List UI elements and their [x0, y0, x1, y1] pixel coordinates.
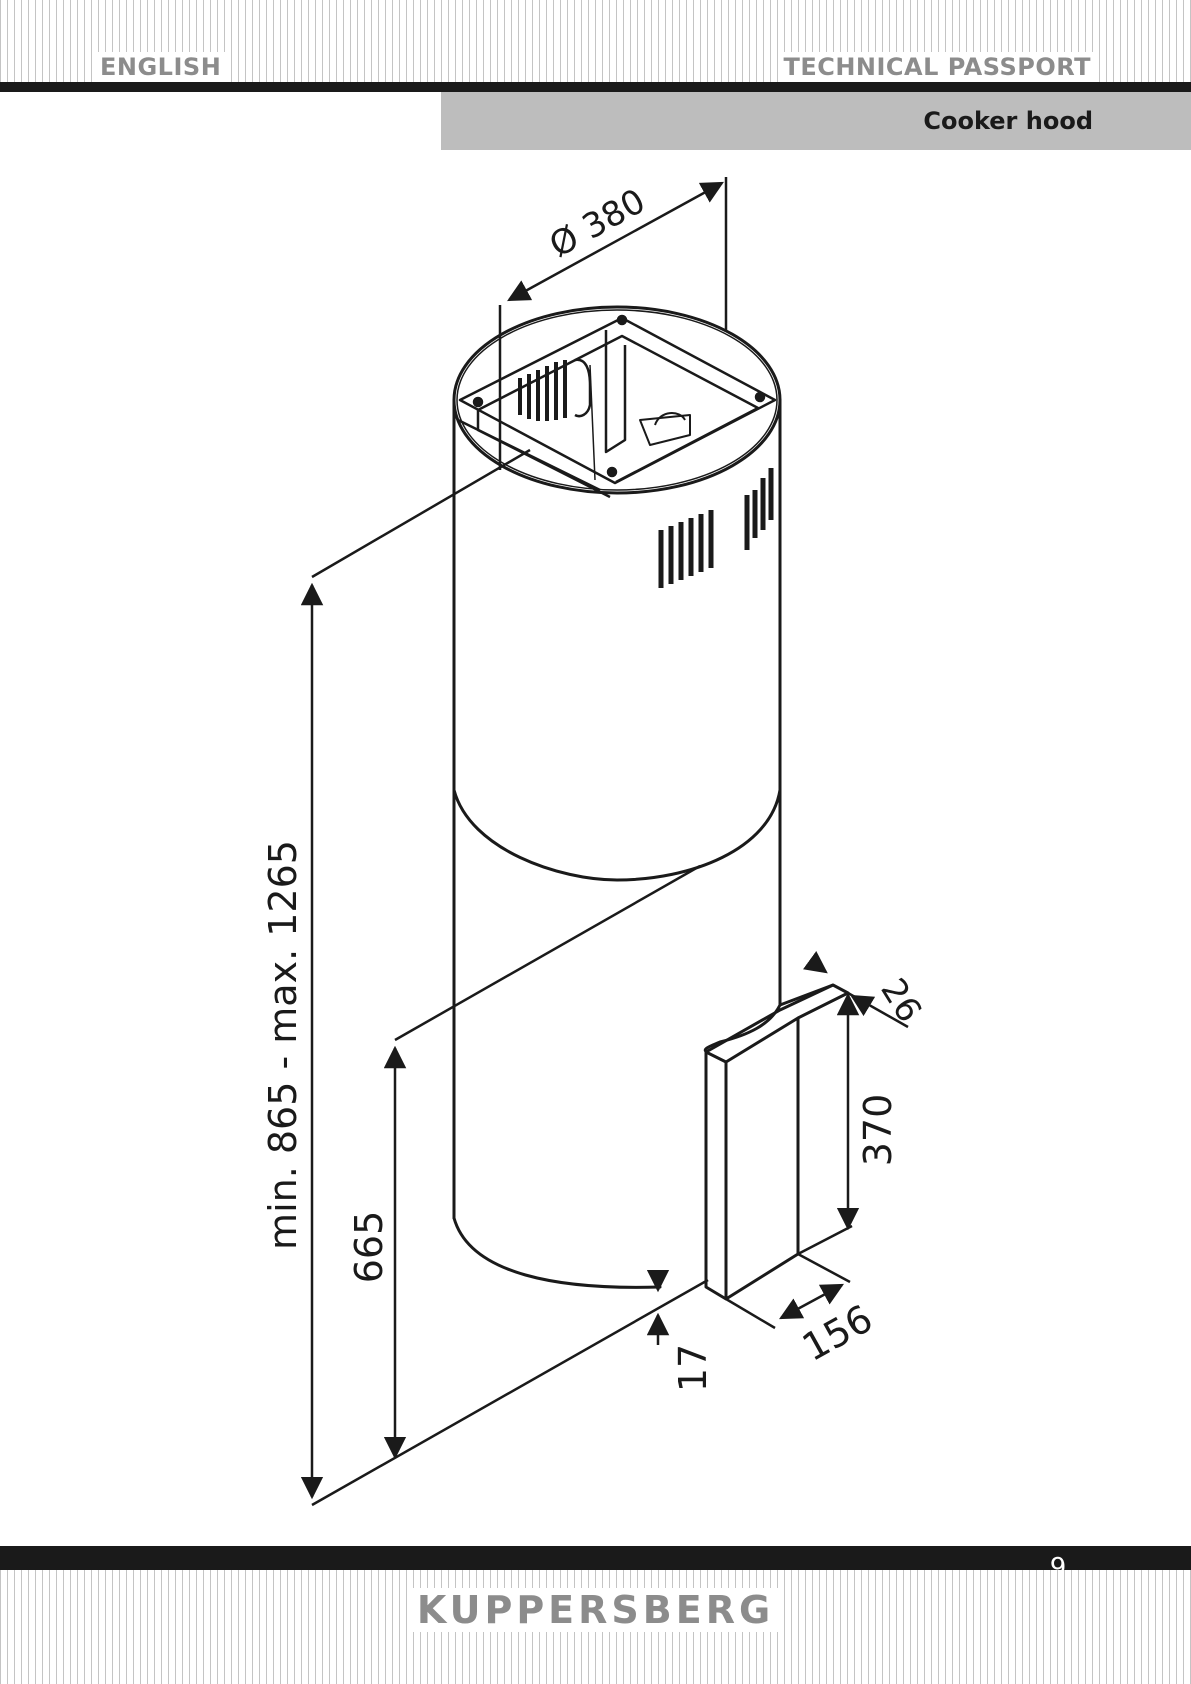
side-vent-grille	[658, 468, 774, 588]
diameter-label: Ø 380	[543, 181, 652, 266]
language-label: ENGLISH	[96, 52, 226, 82]
brand-name: KUPPERSBERG	[406, 1588, 785, 1632]
top-mount-frame	[457, 314, 777, 499]
hood-dimension-drawing: Ø 380 min. 865 - max. 1265 665 17 156 37…	[261, 177, 929, 1507]
panel-height-label: 370	[856, 1094, 900, 1167]
lip-label: 17	[671, 1344, 715, 1392]
footer-rule	[0, 1546, 1191, 1570]
hood-bottom-rim	[452, 1216, 662, 1289]
hood-band-seam	[452, 788, 782, 882]
product-title: Cooker hood	[923, 107, 1093, 135]
brand-logo: KUPPERSBERG	[0, 1588, 1191, 1632]
hood-body	[452, 305, 782, 1289]
panel-depth-label: 26	[872, 972, 929, 1030]
lower-height-label: 665	[347, 1211, 391, 1284]
section-title: TECHNICAL PASSPORT	[779, 52, 1095, 82]
panel-width-label: 156	[795, 1296, 880, 1370]
inner-vent-grille	[518, 358, 592, 421]
dimension-lines	[300, 177, 909, 1507]
product-banner: Cooker hood	[441, 92, 1191, 150]
total-height-label: min. 865 - max. 1265	[261, 840, 305, 1250]
header-rule	[0, 82, 1191, 92]
control-panel	[704, 983, 850, 1301]
